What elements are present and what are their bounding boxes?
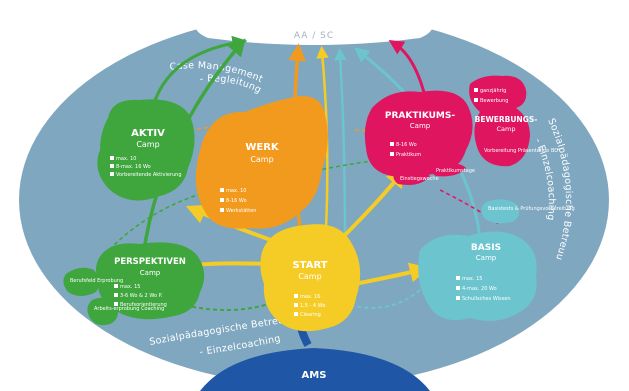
start-row-1: max. 16 xyxy=(300,294,320,300)
werk-title: WERK xyxy=(245,142,280,153)
werk-sub: Camp xyxy=(250,155,273,164)
perspektiven-tag-1 xyxy=(63,267,100,296)
start-title: START xyxy=(292,260,327,271)
content-icon xyxy=(220,208,224,212)
bewerbung-extra: Vorbereitung Präsentation BO xyxy=(484,148,558,154)
praktikum-title: PRAKTIKUMS- xyxy=(385,111,456,121)
praktikum-sub: Camp xyxy=(410,122,431,130)
praktikum-tag-2-text: Praktikumstage xyxy=(436,168,475,174)
werk-row-1: max. 10 xyxy=(226,188,246,194)
bewerbung-row-2: Bewerbung xyxy=(480,98,508,104)
content-icon xyxy=(294,312,298,316)
aktiv-title: AKTIV xyxy=(131,128,165,139)
calendar-icon xyxy=(474,88,478,92)
perspektiven-blob xyxy=(96,242,205,320)
werk-row-3: Werkstätten xyxy=(226,208,256,214)
top-bar-aa-sc xyxy=(194,8,434,45)
people-icon xyxy=(220,188,224,192)
basis-blob xyxy=(418,231,537,321)
perspektiven-sub: Camp xyxy=(140,269,161,277)
perspektiven-tag-2-text: Arbeits-erprobung Coaching xyxy=(94,306,164,312)
start-row-3: Clearing xyxy=(300,312,321,318)
people-icon xyxy=(294,294,298,298)
basis-to-top-arrow xyxy=(334,47,347,241)
start-blob xyxy=(260,224,361,332)
aktiv-row-3: Vorbereitende Aktivierung xyxy=(116,172,182,178)
perspektiven-tag-2 xyxy=(87,297,118,326)
bewerbung-row-1: ganzjährig xyxy=(480,88,506,94)
calendar-icon xyxy=(456,286,460,290)
perspektiven-row-1: max. 15 xyxy=(120,284,140,290)
calendar-icon xyxy=(390,142,394,146)
aktiv-sub: Camp xyxy=(136,140,159,149)
calendar-icon xyxy=(220,198,224,202)
bewerbung-blob xyxy=(469,75,530,167)
calendar-icon xyxy=(294,303,298,307)
praktikum-tag-1 xyxy=(393,168,430,185)
praktikum-row-1: 8-16 Wo xyxy=(396,142,417,148)
people-icon xyxy=(114,284,118,288)
bewerbung-title: BEWERBUNGS- xyxy=(475,115,538,124)
praktikum-tag-1-text: Einstiegswoche xyxy=(400,176,439,182)
praktikum-tag-2 xyxy=(430,163,466,177)
content-icon xyxy=(474,98,478,102)
content-icon xyxy=(390,152,394,156)
content-icon xyxy=(110,172,114,176)
bewerbung-sub: Camp xyxy=(497,125,516,133)
people-icon xyxy=(456,276,460,280)
green-dashed-2 xyxy=(99,179,271,261)
row-icons xyxy=(110,88,478,316)
basis-row-3: Schulisches Wissen xyxy=(462,296,511,302)
perspektiven-row-3: Berufsorientierung xyxy=(120,302,167,308)
people-icon xyxy=(110,156,114,160)
basis-row-2: 4-max. 20 Wo xyxy=(462,286,497,292)
aktiv-blob xyxy=(97,99,195,201)
praktikum-row-2: Praktikum xyxy=(396,152,421,158)
perspektiven-tag-1-text: Berufsfeld Erprobung xyxy=(70,278,123,284)
aktiv-row-1: max. 10 xyxy=(116,156,136,162)
basis-tag-text: Basistests & Prüfungsvorbereitung xyxy=(488,206,575,212)
basis-tag xyxy=(481,199,520,224)
basis-title: BASIS xyxy=(471,243,501,253)
start-sub: Camp xyxy=(298,272,321,281)
ams-bar xyxy=(200,348,430,391)
ams-label: AMS xyxy=(302,370,327,381)
content-icon xyxy=(114,302,118,306)
calendar-icon xyxy=(110,164,114,168)
content-icon xyxy=(456,296,460,300)
basis-sub: Camp xyxy=(476,254,497,262)
basis-start-dashed xyxy=(349,289,421,309)
aa-sc-label: AA / SC xyxy=(294,31,334,41)
aktiv-row-2: 8-max. 16 Wo xyxy=(116,164,151,170)
werk-blob xyxy=(195,95,328,229)
basis-row-1: max. 15 xyxy=(462,276,482,282)
perspektiven-title: PERSPEKTIVEN xyxy=(114,257,186,267)
werk-row-2: 8-16 Wo xyxy=(226,198,247,204)
start-row-2: 1,5 - 4 Wo xyxy=(300,303,325,309)
calendar-icon xyxy=(114,293,118,297)
perspektiven-row-2: 3-6 Wo & 2 Wo P. xyxy=(120,293,163,299)
